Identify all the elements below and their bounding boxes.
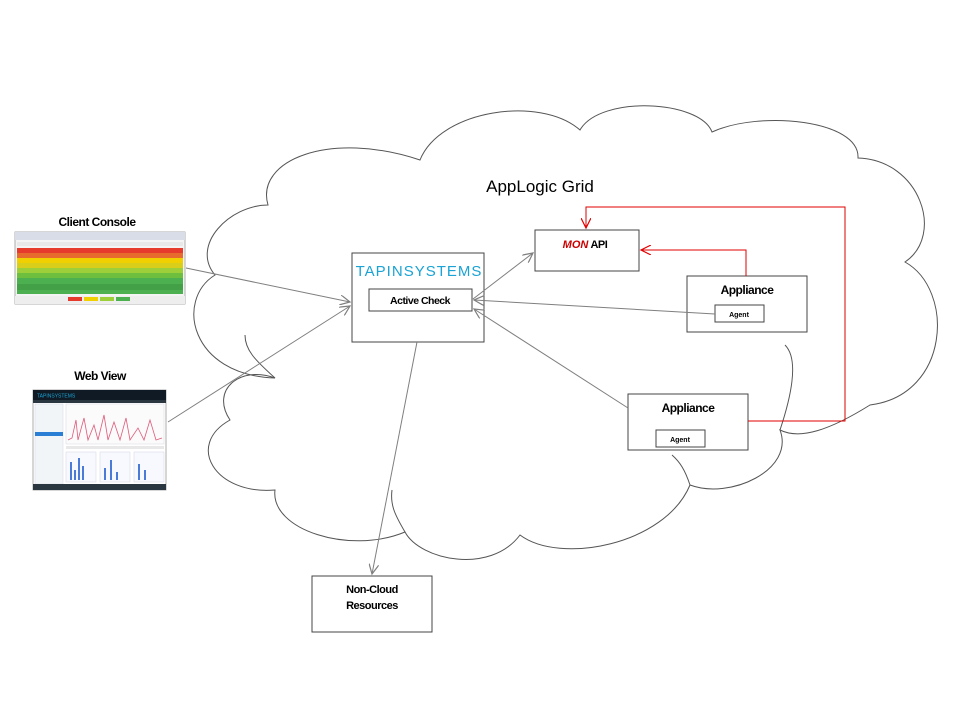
cloud-shape <box>193 105 938 560</box>
arrow-active-check-to-mon-api <box>472 253 533 300</box>
tapin-logo-part1: TAPIN <box>356 263 404 280</box>
cloud-fold-1 <box>244 334 276 379</box>
red-arrow-appliance1-to-mon-api <box>641 250 747 276</box>
mon-api-label: MON API <box>563 239 608 251</box>
mon-brand: MON <box>563 239 590 251</box>
non-cloud-line2: Resources <box>346 600 398 612</box>
red-arrow-appliance2-to-mon-api <box>586 206 846 422</box>
appliance-title-2: Appliance <box>662 401 716 415</box>
agent-label-1: Agent <box>729 312 750 319</box>
arrow-client-console-to-tapin <box>185 267 350 302</box>
tapin-logo: TAPINSYSTEMS <box>356 263 483 280</box>
arrow-appliance2-to-active-check <box>474 309 629 409</box>
active-check-box <box>368 288 473 312</box>
non-cloud-box <box>311 575 433 633</box>
appliance-box-1 <box>686 275 808 333</box>
web-view-screenshot: TAPINSYSTEMS <box>32 389 167 491</box>
client-console-screenshot <box>14 231 186 305</box>
agent-label-2: Agent <box>670 437 691 444</box>
arrow-appliance1-to-active-check <box>474 300 716 315</box>
mon-api-box <box>534 229 640 272</box>
web-view-label: Web View <box>74 369 127 383</box>
appliance-title-1: Appliance <box>721 283 775 297</box>
cloud-title: AppLogic Grid <box>486 177 594 196</box>
web-view-logo: TAPINSYSTEMS <box>37 394 76 400</box>
client-console-label: Client Console <box>58 215 136 229</box>
active-check-label: Active Check <box>390 295 451 307</box>
tapin-logo-part2: SYSTEMS <box>404 263 483 280</box>
cloud-fold-2 <box>391 489 406 533</box>
api-text: API <box>588 239 607 251</box>
arrow-tapin-to-non-cloud <box>372 341 418 574</box>
arrow-web-view-to-tapin <box>167 306 350 423</box>
non-cloud-line1: Non-Cloud <box>346 584 398 596</box>
agent-box-2 <box>655 429 706 448</box>
cloud-fold-3 <box>671 454 691 486</box>
